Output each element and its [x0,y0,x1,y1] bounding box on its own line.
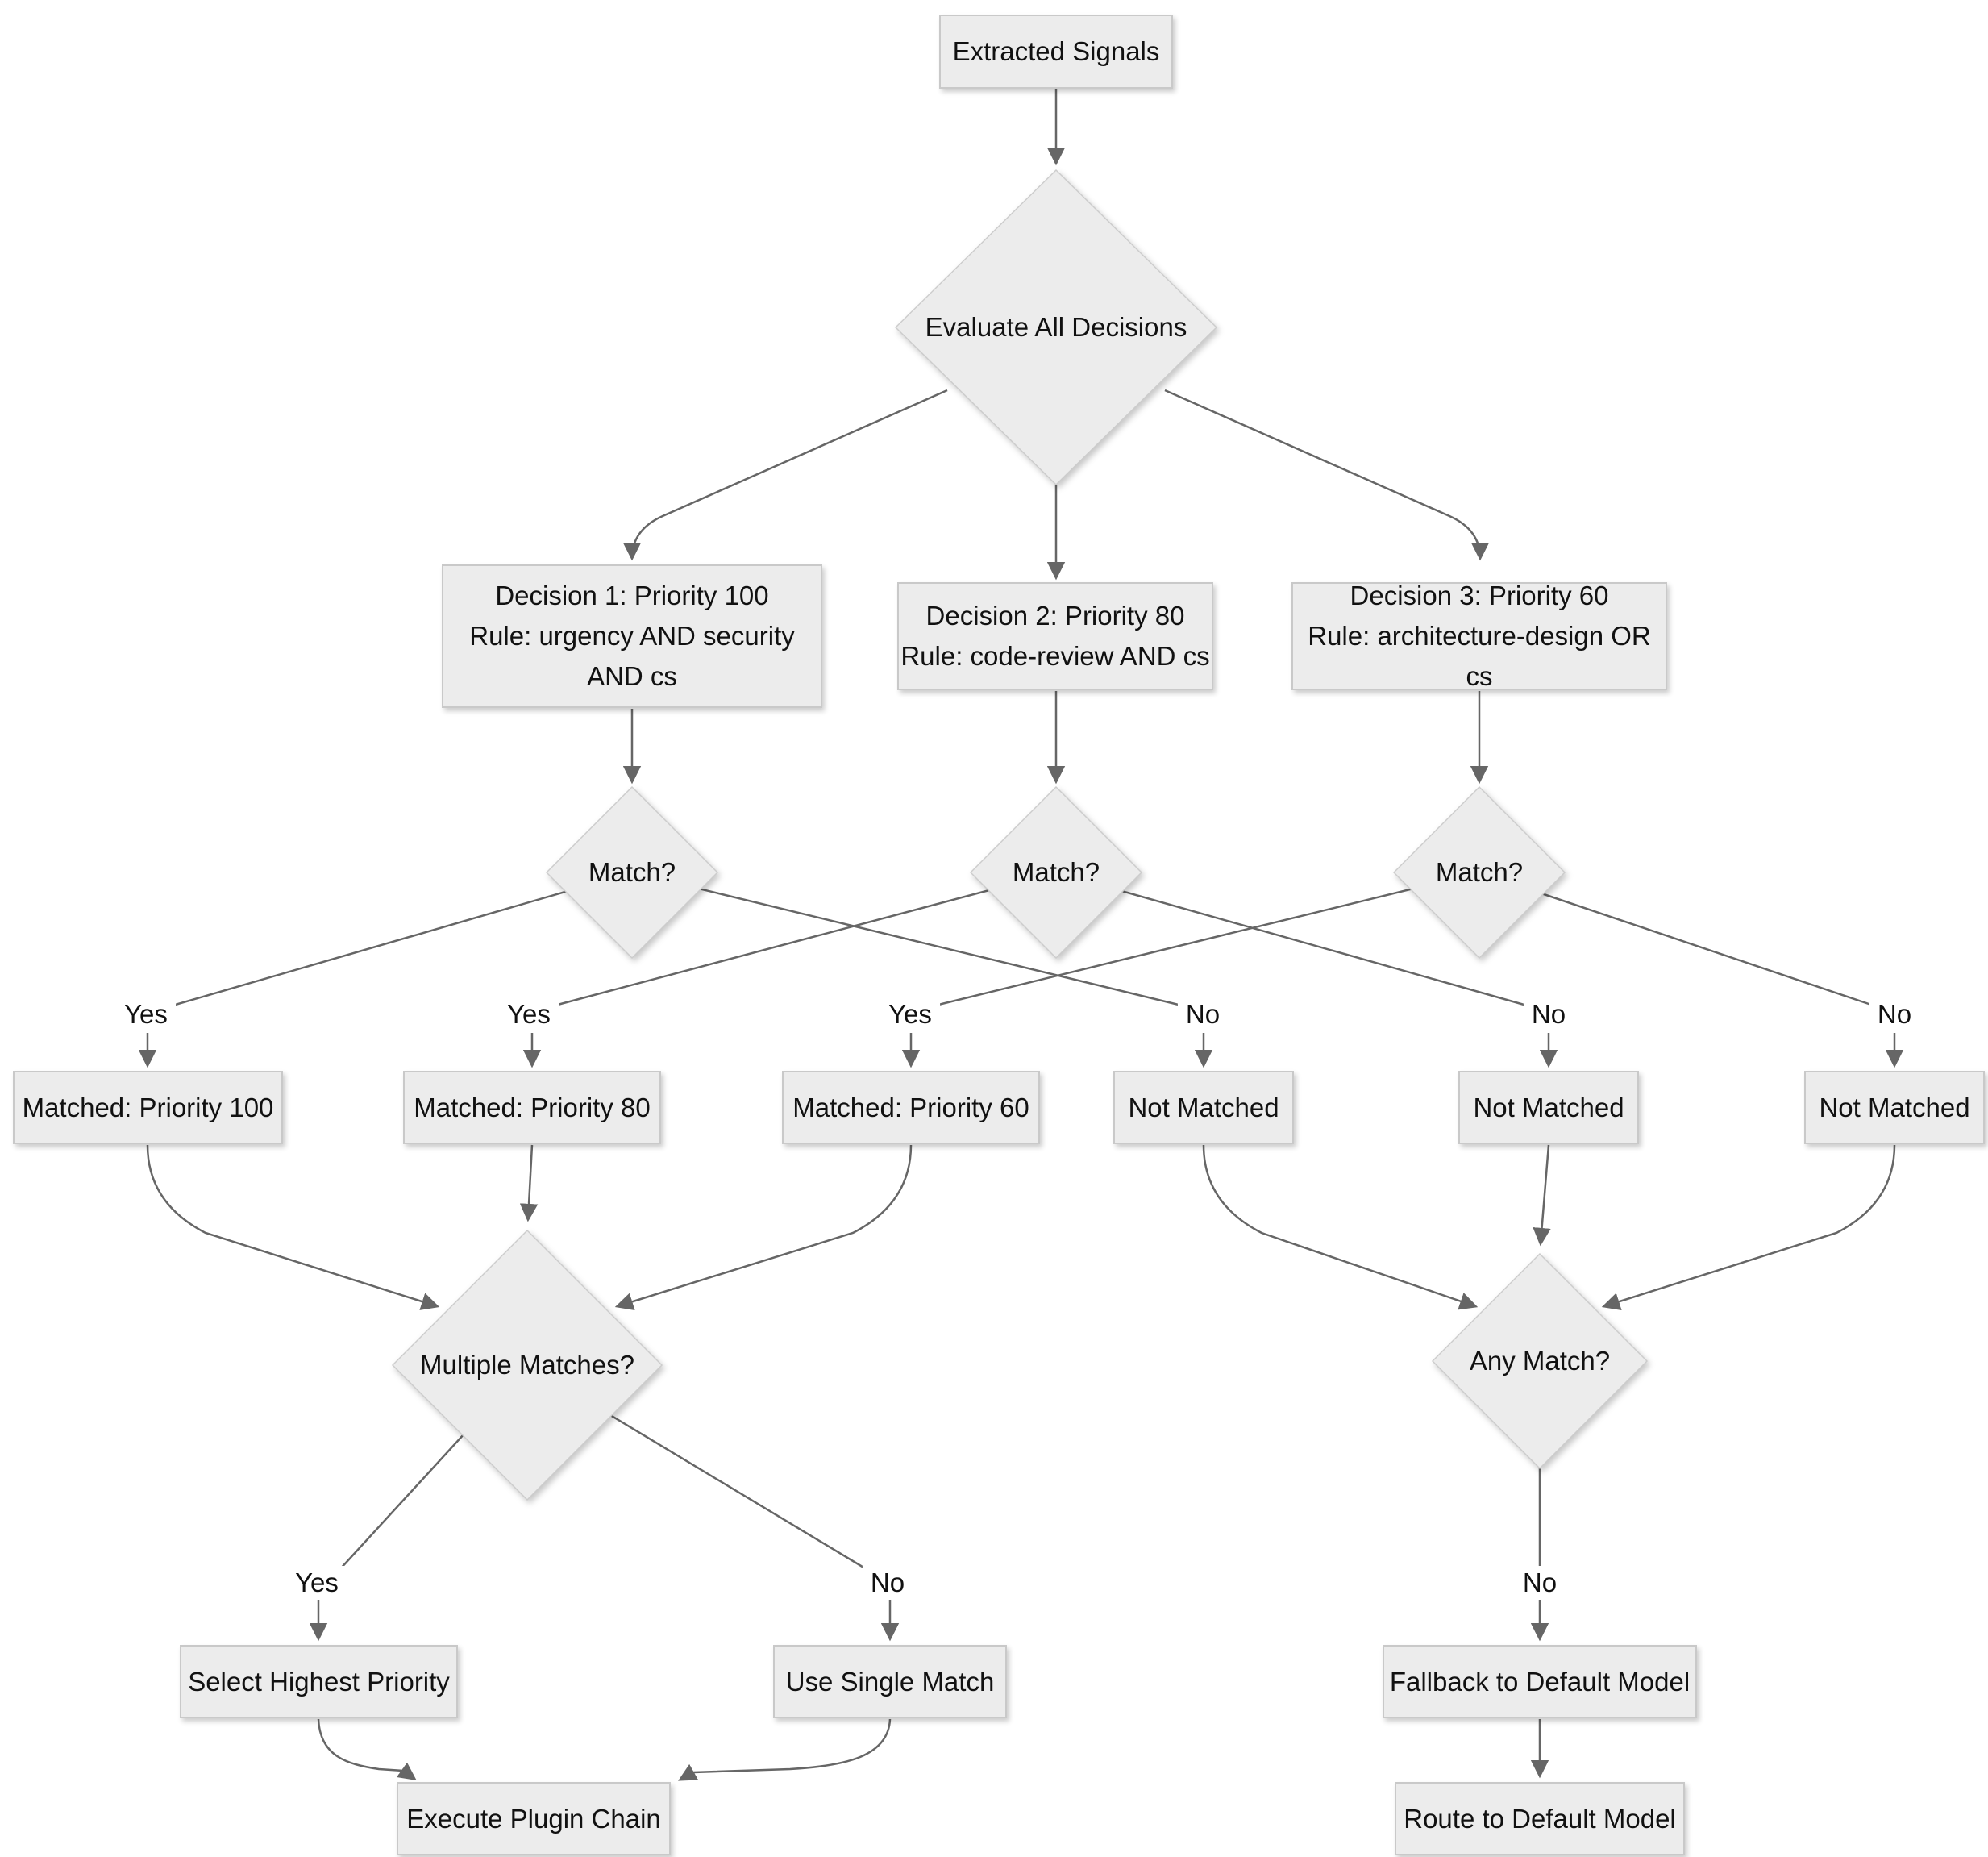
node-evaluate-all-decisions: Evaluate All Decisions [895,169,1217,485]
node-label: Match? [1435,857,1524,887]
edge-usesingle-execute [678,1718,892,1781]
edge-label-multiplematches-no: No [862,1566,913,1600]
edge-label-match2-no: No [1523,997,1574,1031]
node-multiple-matches: Multiple Matches? [392,1230,663,1501]
node-label-line: Decision 3: Priority 60 [1350,581,1609,610]
node-label: Extracted Signals [952,36,1160,66]
node-use-single-match: Use Single Match [773,1645,1007,1718]
node-label: Execute Plugin Chain [406,1803,661,1834]
node-label-line: AND cs [587,661,677,691]
node-not-matched-2: Not Matched [1458,1071,1639,1144]
edge-notmatched3-anymatch [1601,1144,1896,1310]
node-label-line: Decision 2: Priority 80 [925,601,1185,631]
node-label: Use Single Match [785,1666,995,1697]
node-label: Any Match? [1469,1346,1611,1376]
node-label: Not Matched [1473,1092,1624,1122]
node-decision-1: Decision 1: Priority 100 Rule: urgency A… [442,564,822,708]
node-label: Matched: Priority 60 [792,1092,1029,1122]
node-label: Matched: Priority 80 [414,1092,651,1122]
node-label: Evaluate All Decisions [925,312,1187,342]
node-match3: Match? [1393,786,1566,959]
node-label: Not Matched [1819,1092,1970,1122]
edge-evaluate-decision1 [622,389,948,561]
edge-evaluate-decision3 [1164,389,1490,561]
edge-label-match1-no: No [1177,997,1229,1031]
node-label: Route to Default Model [1404,1803,1676,1834]
node-any-match: Any Match? [1432,1253,1648,1469]
node-not-matched-1: Not Matched [1113,1071,1294,1144]
node-matched-priority-100: Matched: Priority 100 [13,1071,283,1144]
node-fallback-to-default-model: Fallback to Default Model [1383,1645,1697,1718]
edge-notmatched1-anymatch [1202,1144,1479,1310]
node-label-line: Rule: architecture-design OR cs [1308,621,1651,691]
node-decision-2: Decision 2: Priority 80 Rule: code-revie… [897,582,1213,690]
node-decision-3: Decision 3: Priority 60 Rule: architectu… [1291,581,1667,691]
node-select-highest-priority: Select Highest Priority [180,1645,458,1718]
node-label: Select Highest Priority [188,1666,450,1697]
edge-notmatched2-anymatch [1533,1144,1551,1247]
edge-match1-no-diagonal [631,871,1183,1007]
node-route-to-default-model: Route to Default Model [1395,1782,1685,1855]
node-match1: Match? [546,786,718,959]
edge-selecthighest-execute [317,1718,417,1780]
node-extracted-signals: Extracted Signals [939,15,1173,89]
node-label-line: Decision 1: Priority 100 [495,581,769,610]
node-label: Match? [588,857,676,887]
node-not-matched-3: Not Matched [1804,1071,1985,1144]
edge-label-multiplematches-yes: Yes [287,1566,347,1600]
node-label: Fallback to Default Model [1389,1666,1691,1697]
node-execute-plugin-chain: Execute Plugin Chain [397,1782,671,1855]
node-label: Match? [1012,857,1100,887]
edge-label-match3-no: No [1869,997,1920,1031]
edge-matched80-multiplematches [519,1144,539,1222]
edge-label-match1-yes: Yes [116,997,176,1031]
node-label: Not Matched [1128,1092,1279,1122]
node-label-line: Rule: urgency AND security [469,621,795,651]
node-match2: Match? [970,786,1142,959]
edge-match3-yes-diagonal [934,871,1480,1007]
node-matched-priority-80: Matched: Priority 80 [403,1071,661,1144]
edge-matched100-multiplematches [146,1144,440,1310]
node-label-line: Rule: code-review AND cs [900,641,1210,671]
edge-label-anymatch-no: No [1514,1566,1566,1600]
edge-matched60-multiplematches [614,1144,913,1311]
node-label: Matched: Priority 100 [22,1092,274,1122]
edge-label-match2-yes: Yes [499,997,559,1031]
edge-label-match3-yes: Yes [880,997,940,1031]
node-matched-priority-60: Matched: Priority 60 [782,1071,1040,1144]
node-label: Multiple Matches? [420,1350,634,1380]
